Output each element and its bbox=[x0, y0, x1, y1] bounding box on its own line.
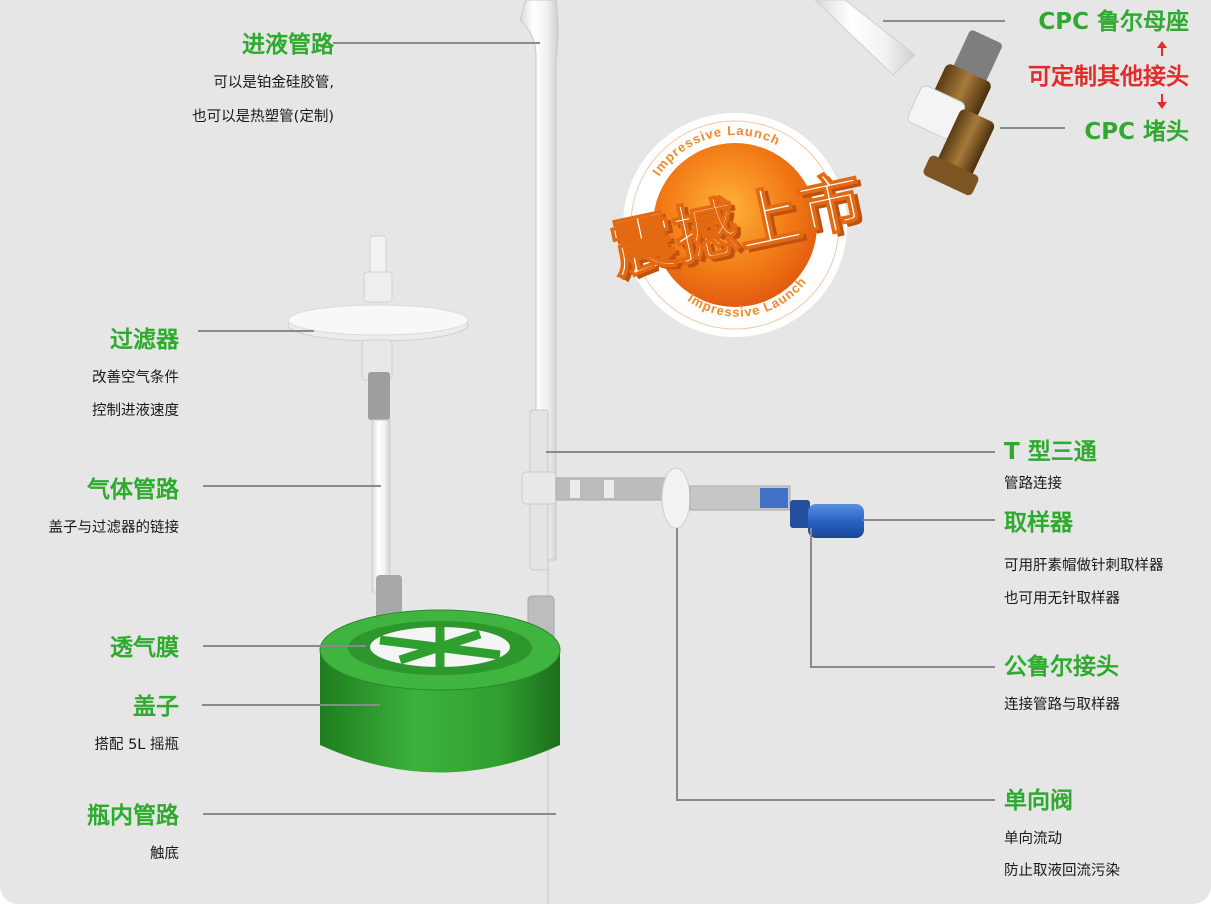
label-cap-desc: 搭配 5L 摇瓶 bbox=[94, 737, 179, 753]
label-filter-desc-2: 控制进液速度 bbox=[92, 403, 179, 419]
label-filter-desc-1: 改善空气条件 bbox=[92, 370, 179, 386]
label-filter-title: 过滤器 bbox=[110, 327, 179, 353]
label-cap-title: 盖子 bbox=[133, 694, 179, 720]
label-inner-line-title: 瓶内管路 bbox=[87, 803, 179, 829]
label-sampler-title: 取样器 bbox=[1004, 510, 1073, 536]
label-tee-desc: 管路连接 bbox=[1004, 476, 1062, 492]
label-sampler-desc-1: 可用肝素帽做针刺取样器 bbox=[1004, 558, 1164, 574]
label-membrane-title: 透气膜 bbox=[110, 635, 179, 661]
leader-lines bbox=[198, 20, 1065, 815]
label-cpc-female-title: CPC 鲁尔母座 bbox=[1038, 9, 1189, 35]
launch-badge: Impressive Launch Impressive Launch 震撼上市… bbox=[604, 113, 875, 337]
arrow-up-icon bbox=[1157, 41, 1167, 56]
label-tee-title: T 型三通 bbox=[1004, 439, 1097, 465]
cpc-connector-assembly bbox=[814, 0, 1002, 196]
label-inner-line-desc: 触底 bbox=[150, 846, 179, 862]
green-cap bbox=[319, 609, 561, 773]
label-custom-title: 可定制其他接头 bbox=[1028, 64, 1189, 90]
label-inlet-desc-2: 也可以是热塑管(定制) bbox=[192, 109, 334, 125]
label-male-luer-desc: 连接管路与取样器 bbox=[1004, 697, 1120, 713]
arrow-down-icon bbox=[1157, 94, 1167, 109]
label-gas-line-title: 气体管路 bbox=[87, 477, 179, 503]
filter-assembly bbox=[287, 235, 469, 621]
label-inlet-desc-1: 可以是铂金硅胶管, bbox=[213, 75, 334, 91]
label-check-valve-title: 单向阀 bbox=[1004, 788, 1073, 814]
label-inlet-title: 进液管路 bbox=[242, 32, 334, 58]
label-sampler-desc-2: 也可用无针取样器 bbox=[1004, 591, 1120, 607]
label-check-valve-desc-1: 单向流动 bbox=[1004, 831, 1062, 847]
label-gas-line-desc: 盖子与过滤器的链接 bbox=[48, 520, 180, 536]
label-check-valve-desc-2: 防止取液回流污染 bbox=[1004, 863, 1120, 879]
label-male-luer-title: 公鲁尔接头 bbox=[1004, 654, 1119, 680]
label-cpc-plug-title: CPC 堵头 bbox=[1084, 119, 1189, 145]
tee-and-sampling-line bbox=[521, 409, 864, 571]
